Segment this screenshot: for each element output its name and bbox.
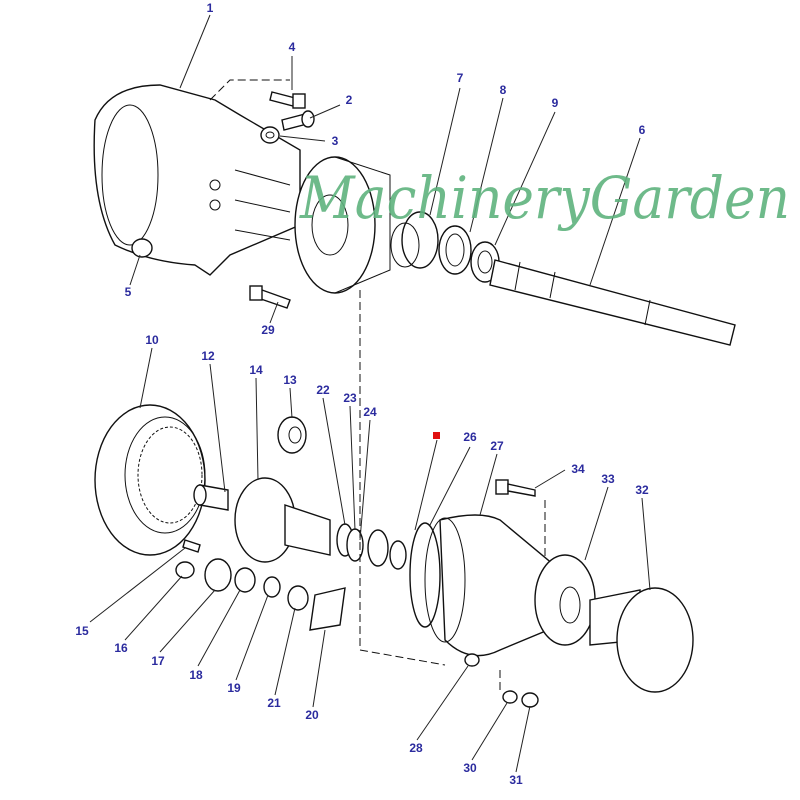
gear-part-18 <box>234 567 256 593</box>
red-marker <box>433 432 440 439</box>
leader-lines <box>89 14 651 773</box>
callout-15: 15 <box>75 624 89 638</box>
callout-19: 19 <box>227 681 241 695</box>
callout-3: 3 <box>332 134 339 148</box>
washer-part-16 <box>175 561 195 579</box>
bolt-part-34 <box>495 479 536 497</box>
carrier-part-14 <box>234 477 331 563</box>
hub-part-32 <box>589 587 694 693</box>
callout-labels: 1 2 3 4 5 6 7 8 9 10 12 13 14 15 16 17 1… <box>75 1 649 787</box>
callout-7: 7 <box>457 71 464 85</box>
bolt-part-2 <box>281 110 315 131</box>
flange <box>294 156 391 294</box>
flange-part-33 <box>534 554 596 646</box>
callout-31: 31 <box>509 773 523 787</box>
callout-27: 27 <box>490 439 504 453</box>
ring-part-unlabeled <box>389 540 407 570</box>
callout-23: 23 <box>343 391 357 405</box>
callout-13: 13 <box>283 373 297 387</box>
plug-part-5 <box>131 238 153 258</box>
hub-housing-part-27 <box>424 514 561 657</box>
pin-part-15 <box>182 539 201 553</box>
seal-part-7 <box>390 211 439 269</box>
gear-part-13 <box>277 416 307 454</box>
ring-gear-part-10 <box>94 404 206 556</box>
callout-34: 34 <box>571 462 585 476</box>
callout-24: 24 <box>363 405 377 419</box>
callout-26: 26 <box>463 430 477 444</box>
callout-5: 5 <box>125 285 132 299</box>
callout-14: 14 <box>249 363 263 377</box>
ring-part-8 <box>438 225 472 275</box>
callout-21: 21 <box>267 696 281 710</box>
callout-20: 20 <box>305 708 319 722</box>
gear-part-21 <box>287 585 309 611</box>
callout-29: 29 <box>261 323 275 337</box>
callout-18: 18 <box>189 668 203 682</box>
bushing-part-12 <box>193 484 229 511</box>
ring-part-24 <box>367 529 389 567</box>
callout-33: 33 <box>601 472 615 486</box>
nut-part-31 <box>521 692 539 708</box>
washer-part-30 <box>502 690 518 704</box>
callout-32: 32 <box>635 483 649 497</box>
gear-part-17 <box>204 558 232 592</box>
callout-1: 1 <box>207 1 214 15</box>
callout-9: 9 <box>552 96 559 110</box>
washer-part-3 <box>260 126 280 144</box>
plate-part-20 <box>309 587 346 631</box>
axle-housing-part-1 <box>93 84 301 276</box>
watermark: MachineryGarden <box>299 164 790 232</box>
plug-part-28 <box>464 653 480 667</box>
callout-17: 17 <box>151 654 165 668</box>
bolt-part-29 <box>249 285 291 309</box>
callout-10: 10 <box>145 333 159 347</box>
callout-22: 22 <box>316 383 330 397</box>
callout-30: 30 <box>463 761 477 775</box>
bolt-part-4 <box>269 91 306 109</box>
callout-4: 4 <box>289 40 296 54</box>
callout-16: 16 <box>114 641 128 655</box>
alignment-lines <box>209 79 546 690</box>
callout-2: 2 <box>346 93 353 107</box>
callout-12: 12 <box>201 349 215 363</box>
callout-8: 8 <box>500 83 507 97</box>
callout-28: 28 <box>409 741 423 755</box>
shaft-part-6 <box>489 259 736 346</box>
washer-part-19 <box>263 576 281 598</box>
callout-6: 6 <box>639 123 646 137</box>
